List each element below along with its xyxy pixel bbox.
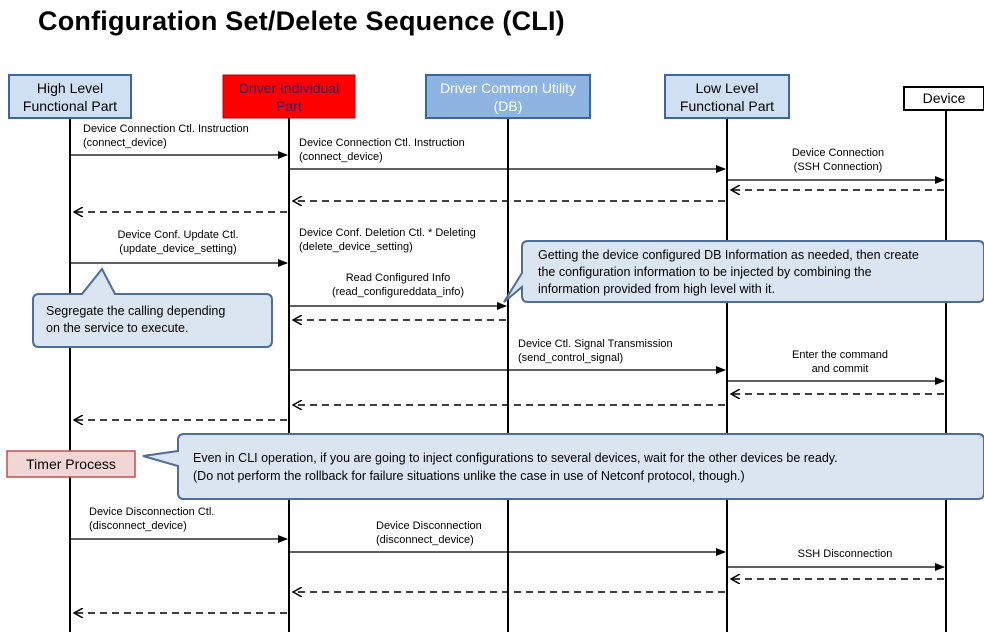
svg-text:Segregate the calling dependin: Segregate the calling depending xyxy=(46,304,225,318)
svg-text:(Do not perform the rollback f: (Do not perform the rollback for failure… xyxy=(193,469,745,483)
lane-title: Driver Individual xyxy=(239,80,339,96)
page-title: Configuration Set/Delete Sequence (CLI) xyxy=(38,6,565,36)
msg-enter-command-commit: Enter the command and commit xyxy=(727,349,945,385)
msg-ssh-disconnection: SSH Disconnection xyxy=(727,548,945,571)
lane-title: Device xyxy=(923,90,966,106)
timer-process-box: Timer Process xyxy=(6,450,136,478)
svg-text:(delete_device_setting): (delete_device_setting) xyxy=(299,241,413,253)
svg-text:and commit: and commit xyxy=(812,363,869,375)
svg-text:(connect_device): (connect_device) xyxy=(83,137,167,149)
lane-subtitle: Part xyxy=(276,98,302,114)
msg-update-device-setting: Device Conf. Update Ctl. (update_device_… xyxy=(70,229,288,267)
msg-ssh-connection: Device Connection (SSH Connection) xyxy=(727,147,945,184)
svg-text:Device Connection Ctl. Instruc: Device Connection Ctl. Instruction xyxy=(83,123,249,135)
msg-send-control-signal: Device Ctl. Signal Transmission (send_co… xyxy=(289,338,726,374)
lane-subtitle: Functional Part xyxy=(680,98,774,114)
svg-text:Device Connection: Device Connection xyxy=(792,147,884,159)
msg-connect-driver-to-low: Device Connection Ctl. Instruction (conn… xyxy=(289,137,726,173)
lane-title: Low Level xyxy=(695,80,758,96)
svg-text:(update_device_setting): (update_device_setting) xyxy=(119,243,236,255)
msg-delete-device-setting: Device Conf. Deletion Ctl. * Deleting (d… xyxy=(299,227,476,253)
svg-text:the configuration information: the configuration information to be inje… xyxy=(538,265,872,279)
msg-disconnect-high-to-driver: Device Disconnection Ctl. (disconnect_de… xyxy=(70,506,288,543)
lane-header-high-level: High Level Functional Part xyxy=(8,74,132,119)
svg-text:(send_control_signal): (send_control_signal) xyxy=(518,352,623,364)
svg-text:Getting the device configured: Getting the device configured DB Informa… xyxy=(538,248,919,262)
svg-text:Device Connection Ctl. Instruc: Device Connection Ctl. Instruction xyxy=(299,137,465,149)
svg-text:Device Ctl. Signal Transmissio: Device Ctl. Signal Transmission xyxy=(518,338,673,350)
msg-read-configured-info: Read Configured Info (read_configureddat… xyxy=(289,272,507,320)
svg-text:(disconnect_device): (disconnect_device) xyxy=(89,520,187,532)
callout-cli-note: Even in CLI operation, if you are going … xyxy=(142,433,984,500)
svg-text:Device Disconnection: Device Disconnection xyxy=(376,520,482,532)
lane-header-device: Device xyxy=(903,86,984,111)
svg-text:Timer Process: Timer Process xyxy=(26,456,116,472)
lane-header-driver-common: Driver Common Utility (DB) xyxy=(425,74,591,119)
svg-text:(read_configureddata_info): (read_configureddata_info) xyxy=(332,286,464,298)
svg-text:(disconnect_device): (disconnect_device) xyxy=(376,534,474,546)
lane-header-driver-individual: Driver Individual Part xyxy=(222,74,356,119)
svg-text:Even in CLI operation, if you: Even in CLI operation, if you are going … xyxy=(193,451,838,465)
svg-text:on the service to execute.: on the service to execute. xyxy=(46,321,188,335)
svg-text:Enter the command: Enter the command xyxy=(792,349,888,361)
svg-text:Device Conf. Deletion Ctl. * D: Device Conf. Deletion Ctl. * Deleting xyxy=(299,227,476,239)
return-arrows-disconnect xyxy=(74,579,944,613)
lane-subtitle: (DB) xyxy=(494,98,523,114)
return-arrows-connect xyxy=(74,190,944,212)
svg-text:Read Configured Info: Read Configured Info xyxy=(346,272,451,284)
lane-title: High Level xyxy=(37,80,103,96)
svg-text:Device Conf. Update Ctl.: Device Conf. Update Ctl. xyxy=(117,229,238,241)
svg-text:information provided from high: information provided from high level wit… xyxy=(538,282,775,296)
lane-title: Driver Common Utility xyxy=(440,80,576,96)
svg-text:Device Disconnection Ctl.: Device Disconnection Ctl. xyxy=(89,506,214,518)
msg-disconnect-driver-to-low: Device Disconnection (disconnect_device) xyxy=(289,520,726,556)
callout-segregate: Segregate the calling depending on the s… xyxy=(32,267,273,348)
callout-db-info: Getting the device configured DB Informa… xyxy=(503,240,984,303)
svg-text:(SSH Connection): (SSH Connection) xyxy=(794,161,883,173)
lane-header-low-level: Low Level Functional Part xyxy=(664,74,790,119)
svg-text:SSH Disconnection: SSH Disconnection xyxy=(798,548,893,560)
lifelines xyxy=(69,110,947,632)
msg-connect-high-to-driver: Device Connection Ctl. Instruction (conn… xyxy=(70,123,288,159)
lane-subtitle: Functional Part xyxy=(23,98,117,114)
return-arrows-update xyxy=(74,394,944,420)
svg-text:(connect_device): (connect_device) xyxy=(299,151,383,163)
